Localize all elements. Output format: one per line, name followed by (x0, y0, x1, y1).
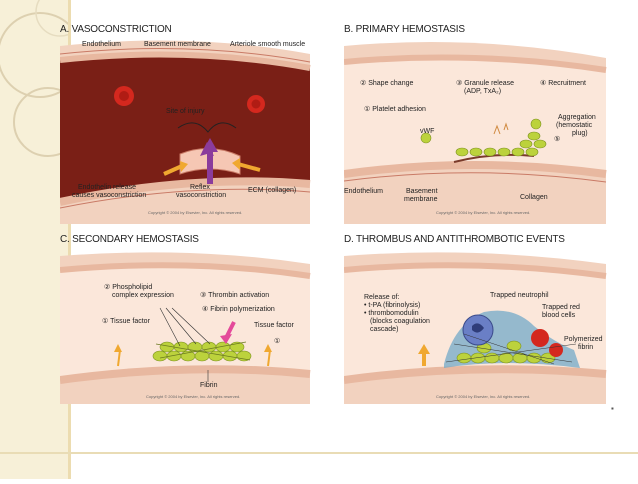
label-trapped-neutrophil: Trapped neutrophil (490, 292, 549, 299)
label-ecm-collagen: ECM (collagen) (248, 187, 297, 194)
label-thrombin-activation: ③ Thrombin activation (200, 292, 270, 299)
label-step-one: ① (274, 338, 281, 345)
label-granule-release-2: (ADP, TxA₂) (464, 88, 502, 95)
panel-b-title: B. PRIMARY HEMOSTASIS (344, 24, 465, 35)
label-tpa: • t-PA (fibrinolysis) (364, 302, 421, 309)
slide-decoration-band (0, 0, 85, 479)
label-phospholipid: ② Phospholipid (104, 284, 153, 291)
label-cascade: cascade) (370, 326, 399, 333)
label-aggregation-3: plug) (572, 130, 588, 137)
label-blocks-coagulation: (blocks coagulation (370, 318, 430, 325)
panel-a-title: A. VASOCONSTRICTION (60, 24, 172, 35)
label-vwf: vWF (420, 128, 435, 135)
label-collagen: Collagen (520, 194, 548, 201)
label-platelet-adhesion: ① Platelet adhesion (364, 106, 426, 113)
label-reflex: Reflex (190, 184, 210, 191)
label-phospholipid-2: complex expression (112, 292, 174, 299)
label-endothelium-b: Endothelium (344, 188, 383, 195)
label-step-five: ⑤ (554, 136, 561, 143)
label-aggregation-2: (hemostatic (556, 122, 593, 129)
label-site-of-injury: Site of injury (166, 108, 205, 115)
label-arteriole-smooth-muscle: Arteriole smooth muscle (230, 41, 306, 48)
panel-d-title: D. THROMBUS AND ANTITHROMBOTIC EVENTS (344, 234, 565, 245)
label-membrane-b: membrane (404, 196, 438, 203)
vessel-illustration-b (344, 42, 607, 224)
panel-b-credit: Copyright © 2004 by Elsevier, Inc. All r… (436, 210, 531, 215)
vessel-illustration-a (60, 40, 311, 224)
vessel-illustration-d (344, 252, 607, 404)
panel-c-credit: Copyright © 2004 by Elsevier, Inc. All r… (146, 394, 241, 399)
panel-thrombus-antithrombotic: D. THROMBUS AND ANTITHROMBOTIC EVENTS Re… (344, 234, 614, 434)
label-granule-release: ③ Granule release (456, 80, 515, 87)
label-endothelin-release: Endothelin release (78, 184, 136, 191)
vessel-illustration-c (60, 252, 311, 404)
panel-secondary-hemostasis: C. SECONDARY HEMOSTASIS ② Phospholipid c… (60, 234, 330, 434)
label-aggregation: Aggregation (558, 114, 596, 121)
label-shape-change: ② Shape change (360, 80, 414, 87)
label-endothelium: Endothelium (82, 41, 121, 48)
label-polymerized-fibrin: Polymerized (564, 336, 603, 343)
decorative-circles (0, 0, 85, 157)
panel-vasoconstriction: A. VASOCONSTRICTION Endothelium Basement… (60, 24, 330, 224)
label-fibrin-polymerization: ④ Fibrin polymerization (202, 306, 275, 313)
label-fibrin: Fibrin (200, 382, 218, 389)
panel-primary-hemostasis: B. PRIMARY HEMOSTASIS ② Shape change ③ G… (344, 24, 614, 224)
label-recruitment: ④ Recruitment (540, 80, 586, 87)
label-trapped-rbc: Trapped red (542, 304, 580, 311)
panel-a-credit: Copyright © 2004 by Elsevier, Inc. All r… (148, 210, 243, 215)
slide-marker: ▪ (611, 404, 614, 413)
panel-d-credit: Copyright © 2004 by Elsevier, Inc. All r… (436, 394, 531, 399)
label-release-of: Release of: (364, 294, 400, 301)
label-tissue-factor-left: ① Tissue factor (102, 318, 150, 325)
label-trapped-rbc-2: blood cells (542, 312, 576, 319)
label-endothelin-release-2: causes vasoconstriction (72, 192, 147, 199)
label-polymerized-fibrin-2: fibrin (578, 344, 594, 351)
decorative-divider (68, 0, 71, 479)
label-reflex-vasoconstriction: vasoconstriction (176, 192, 227, 199)
label-basement-b: Basement (406, 188, 438, 195)
panel-c-title: C. SECONDARY HEMOSTASIS (60, 234, 199, 245)
label-thrombomodulin: • thrombomodulin (364, 310, 419, 317)
bottom-rule (0, 452, 638, 454)
label-tissue-factor-right: Tissue factor (254, 322, 294, 329)
label-basement-membrane: Basement membrane (144, 41, 211, 48)
